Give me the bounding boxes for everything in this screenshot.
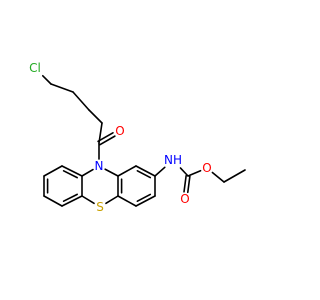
bond-cc-o2-a (183, 174, 187, 193)
molecule-diagram: ClO N S NH O O (29, 61, 246, 214)
atom-label-o2: O (180, 192, 189, 206)
atom-label-n10: N (95, 159, 104, 173)
bond-c2-c3 (72, 91, 90, 111)
atom-label-o1: O (115, 124, 124, 138)
bond-ca4-ca5 (43, 195, 63, 207)
bond-cb2-cb3 (117, 195, 137, 207)
bond-n10-cb1 (104, 168, 119, 177)
bond-ce1-ce2 (223, 169, 246, 183)
bond-c1-c2 (50, 83, 74, 93)
bond-ca5-ca6-inner (62, 193, 78, 202)
bond-cb3-cb4-inner (136, 193, 152, 203)
bond-s5-cb2 (105, 195, 119, 205)
bond-c3-c4 (88, 109, 103, 124)
bond-cb5-nh (154, 166, 166, 177)
bond-c5-o1-b (97, 132, 114, 143)
bond-n10-ca1 (81, 168, 94, 177)
bond-cb3-cb4 (135, 195, 156, 207)
bond-ca2-ca3 (43, 165, 63, 177)
atom-label-cl: Cl (29, 61, 41, 75)
bond-c5-o1-a (99, 135, 116, 146)
bond-ca5-ca6 (61, 195, 83, 207)
atom-labels-layer: ClO N S NH O O (29, 61, 212, 214)
bond-ca6-s5 (81, 195, 95, 205)
bond-cb5-cb6-inner (136, 169, 152, 179)
bond-ca1-ca2 (61, 165, 83, 177)
bond-nh-cc (179, 167, 189, 177)
atom-label-o3: O (202, 161, 211, 175)
atom-label-s5: S (96, 200, 104, 214)
bond-cc-o3 (187, 169, 202, 177)
bonds-layer (41, 74, 246, 207)
bond-cb6-cb1 (117, 165, 137, 177)
bond-o3-ce1 (211, 171, 225, 183)
bond-ca1-ca2-inner (62, 170, 78, 179)
bond-cb5-cb6 (135, 165, 156, 177)
bond-cc-o2-b (186, 175, 191, 194)
bond-cl-c1 (41, 74, 52, 85)
atom-label-nh: NH (164, 153, 182, 167)
